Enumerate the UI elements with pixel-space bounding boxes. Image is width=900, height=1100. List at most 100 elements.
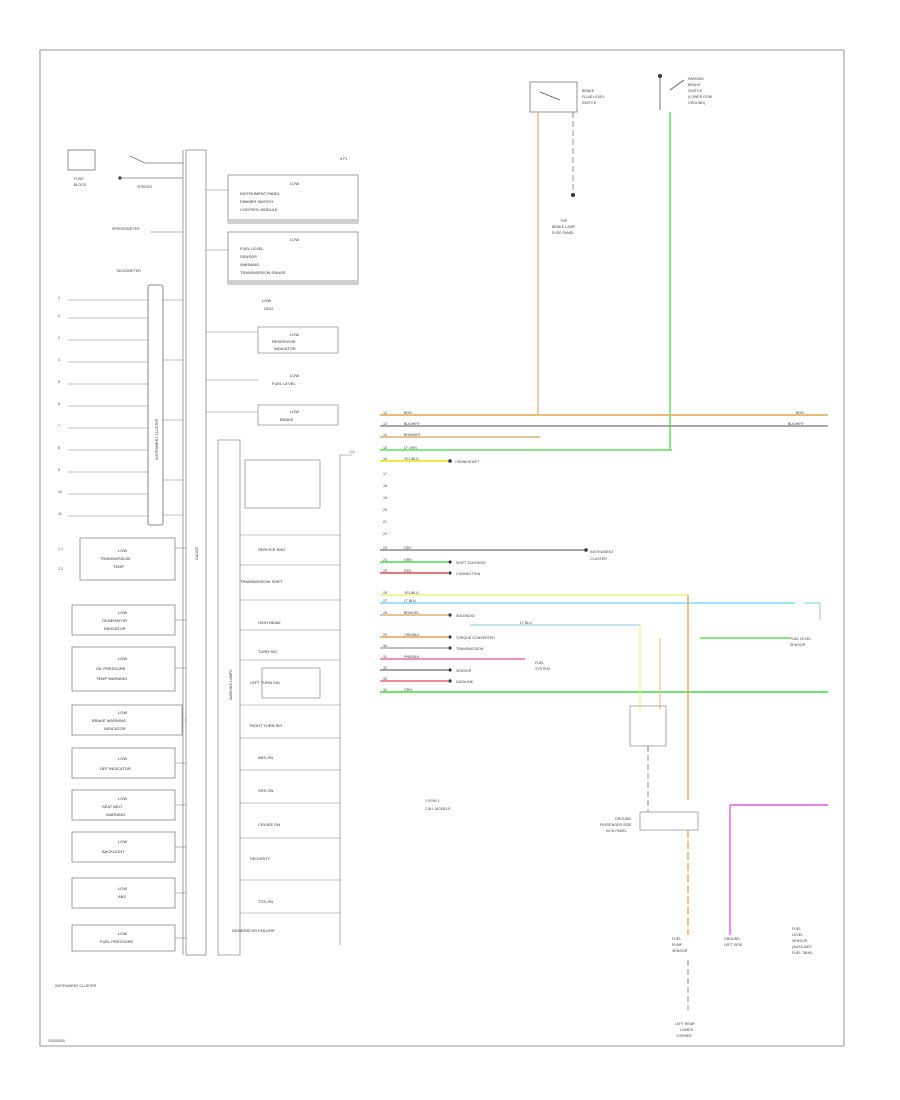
- cluster-input-pins: [68, 299, 183, 517]
- svg-text:8: 8: [58, 446, 60, 450]
- svg-text:TCS ON: TCS ON: [258, 899, 273, 904]
- top-mid-box-2: LOW FUEL LEVEL SENSOR WARNING TRANSMISSI…: [227, 231, 359, 285]
- svg-text:SHIFT SOLENOID: SHIFT SOLENOID: [456, 561, 486, 565]
- svg-text:LEVEL: LEVEL: [792, 933, 803, 937]
- brake-fluid-switch: BRAKE FLUID LEVEL SWITCH: [529, 81, 605, 113]
- svg-text:LOW: LOW: [118, 710, 127, 715]
- svg-text:TRANSMISSION: TRANSMISSION: [100, 556, 131, 561]
- top-mid-box-6: LOW BRAKE: [257, 404, 339, 426]
- svg-text:LOW: LOW: [290, 332, 299, 337]
- top-mid-box-4: LOW RESERVOIR INDICATOR: [257, 326, 339, 354]
- svg-text:(LOWER ROW: (LOWER ROW: [688, 95, 713, 99]
- bottom-wire-harness: [380, 548, 828, 800]
- svg-text:LEFT TURN SIG: LEFT TURN SIG: [250, 680, 280, 685]
- svg-text:BRN: BRN: [404, 411, 412, 415]
- svg-text:2 2: 2 2: [58, 567, 63, 571]
- pink-wire: [729, 804, 828, 935]
- parking-brake-switch: PARKING BRAKE SWITCH (LOWER ROW GROUND): [658, 74, 713, 110]
- svg-text:SWITCH: SWITCH: [688, 89, 703, 93]
- key-fob-label: GROUND LEFT SIDE: [724, 937, 743, 947]
- svg-text:TEMP: TEMP: [113, 564, 124, 569]
- svg-text:LOW: LOW: [290, 181, 299, 186]
- svg-text:BRAKE WARNING: BRAKE WARNING: [92, 718, 126, 723]
- svg-text:TRANSMISSION RANGE: TRANSMISSION RANGE: [240, 270, 286, 275]
- svg-text:20: 20: [383, 508, 387, 512]
- svg-text:BACKLIGHT: BACKLIGHT: [102, 849, 125, 854]
- svg-text:31: 31: [383, 655, 387, 659]
- left-bus-bar: [185, 149, 207, 956]
- svg-text:LEFT REAR: LEFT REAR: [675, 1022, 695, 1026]
- svg-text:17: 17: [383, 472, 387, 476]
- warning-lamps-bar: [217, 439, 241, 956]
- svg-text:6: 6: [58, 402, 60, 406]
- svg-text:PARKING: PARKING: [688, 77, 704, 81]
- svg-text:FUEL: FUEL: [535, 661, 544, 665]
- indicator-group-box: [244, 459, 321, 509]
- svg-text:LOW: LOW: [290, 373, 299, 378]
- svg-text:15: 15: [383, 446, 387, 450]
- indicator-labels: SERVICE ENG TRANSMISSION SHIFT HIGH BEAM…: [232, 547, 285, 933]
- svg-text:PNK/BLK: PNK/BLK: [404, 655, 420, 659]
- svg-text:LOW: LOW: [118, 839, 127, 844]
- svg-text:LOW: LOW: [118, 886, 127, 891]
- svg-text:BRAKE: BRAKE: [688, 83, 701, 87]
- svg-text:1 ROW 1: 1 ROW 1: [425, 799, 440, 803]
- svg-text:RED: RED: [404, 569, 412, 573]
- svg-text:LT GRN: LT GRN: [404, 446, 417, 450]
- svg-text:FUEL LEVEL: FUEL LEVEL: [240, 246, 264, 251]
- svg-text:FUEL TANK): FUEL TANK): [792, 951, 813, 955]
- caption-label: INSTRUMENT CLUSTER: [55, 984, 97, 988]
- left-box-9: LOW FUEL PRESSURE: [71, 924, 176, 952]
- auxiliary-fuel-sensor: FUEL LEVEL SENSOR (AUXILIARY FUEL TANK): [792, 927, 813, 955]
- svg-text:SWITCH: SWITCH: [582, 101, 597, 105]
- svg-text:LOW: LOW: [118, 548, 127, 553]
- svg-text:WARNING: WARNING: [106, 812, 125, 817]
- svg-text:TORQUE CONVERTER: TORQUE CONVERTER: [456, 636, 495, 640]
- svg-text:BRAKE: BRAKE: [582, 89, 595, 93]
- svg-text:SENSOR: SENSOR: [672, 949, 688, 953]
- svg-text:BLK/WHT: BLK/WHT: [788, 422, 805, 426]
- svg-text:CORNER: CORNER: [676, 1034, 692, 1038]
- svg-text:LT BLU: LT BLU: [404, 599, 416, 603]
- svg-text:FUEL: FUEL: [672, 937, 681, 941]
- svg-text:25: 25: [383, 569, 387, 573]
- svg-text:34: 34: [383, 688, 387, 692]
- svg-text:SENSOR: SENSOR: [792, 939, 808, 943]
- svg-text:OIL PRESSURE: OIL PRESSURE: [96, 666, 126, 671]
- svg-text:SYSTEM: SYSTEM: [535, 667, 550, 671]
- svg-text:9: 9: [58, 468, 60, 472]
- left-box-2: LOW GENERATOR INDICATOR: [71, 604, 176, 636]
- svg-text:LOW: LOW: [290, 237, 299, 242]
- svg-text:RESERVOIR: RESERVOIR: [272, 339, 296, 344]
- top-mark: ● P1: [340, 157, 348, 161]
- svg-text:BRN/YEL: BRN/YEL: [404, 611, 419, 615]
- svg-text:GROUND: GROUND: [724, 937, 740, 941]
- mid-connector: [629, 705, 667, 747]
- ignition-switch-symbol: [118, 155, 183, 180]
- left-box-1: LOW TRANSMISSION TEMP: [79, 537, 176, 581]
- svg-text:28: 28: [383, 611, 387, 615]
- svg-text:C1: C1: [350, 450, 355, 454]
- left-box-6: LOW SEAT BELT WARNING: [71, 789, 176, 821]
- svg-text:GROUND: GROUND: [615, 817, 631, 821]
- svg-text:23: 23: [383, 546, 387, 550]
- svg-text:KICK PANEL: KICK PANEL: [606, 829, 627, 833]
- bottom-wire-dots: [448, 560, 452, 683]
- svg-text:29: 29: [383, 633, 387, 637]
- svg-text:21: 21: [383, 520, 387, 524]
- svg-text:BRN/WHT: BRN/WHT: [404, 433, 422, 437]
- bus-vertical-label-1: GAUGE: [195, 546, 199, 560]
- svg-text:HIGH BEAM: HIGH BEAM: [258, 620, 280, 625]
- svg-text:SOLENOID: SOLENOID: [456, 614, 475, 618]
- svg-text:18: 18: [383, 484, 387, 488]
- svg-text:1 1: 1 1: [58, 547, 63, 551]
- svg-text:24: 24: [383, 558, 387, 562]
- svg-text:5: 5: [58, 380, 60, 384]
- svg-text:1: 1: [58, 296, 60, 300]
- left-rear-ground: LEFT REAR LOWER CORNER: [675, 1022, 695, 1038]
- svg-text:FUEL: FUEL: [792, 927, 801, 931]
- svg-text:TRANSMISSION: TRANSMISSION: [456, 647, 484, 651]
